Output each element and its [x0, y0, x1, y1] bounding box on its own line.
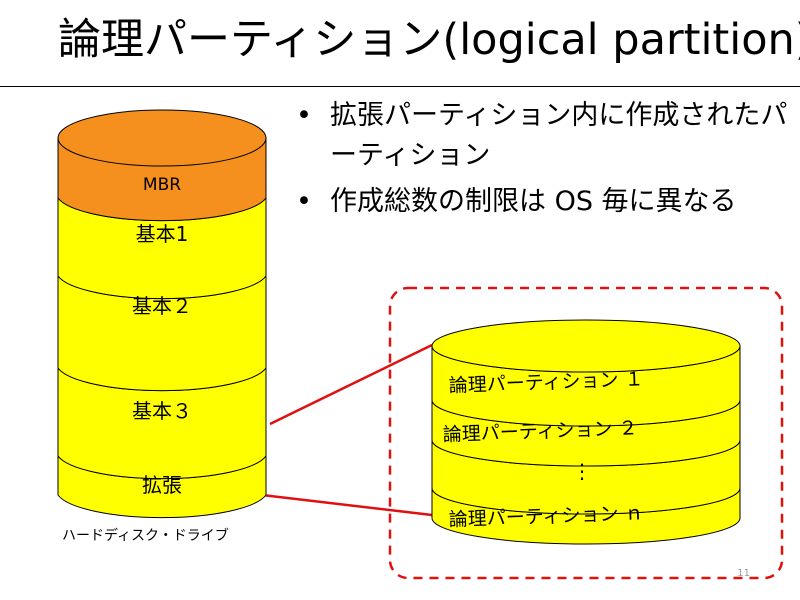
logical-partition-cylinder: 論理パーティション １ 論理パーティション ２ ⋮ 論理パーティション ｎ [431, 319, 741, 545]
bullet-item: • 作成総数の制限は OS 毎に異なる [292, 182, 792, 222]
logical-partition-enclosure [388, 286, 784, 580]
primary-partition-2-label: 基本２ [132, 294, 192, 318]
slide-title: 論理パーティション(logical partition) [58, 15, 800, 65]
bullet-text: 作成総数の制限は OS 毎に異なる [330, 186, 737, 217]
extended-partition-label: 拡張 [142, 473, 182, 497]
bullet-dot-icon: • [296, 186, 312, 217]
primary-partition-3-label: 基本３ [132, 399, 192, 423]
hard-disk-caption: ハードディスク・ドライブ [62, 527, 229, 544]
bullet-item: • 拡張パーティション内に作成されたパーティション [292, 96, 792, 176]
logical-top-ellipse [431, 319, 741, 373]
connector-line-bottom [261, 493, 433, 517]
bullet-dot-icon: • [296, 100, 312, 131]
mbr-label: MBR [143, 175, 181, 195]
title-divider [0, 86, 800, 87]
primary-partition-1-label: 基本1 [136, 222, 189, 246]
logical-ellipsis: ⋮ [572, 459, 592, 483]
bullet-list: • 拡張パーティション内に作成されたパーティション • 作成総数の制限は OS 毎に… [292, 96, 792, 228]
hard-disk-cylinder: MBR 基本1 基本２ 基本３ 拡張 [57, 109, 267, 519]
bullet-text: 拡張パーティション内に作成されたパーティション [330, 100, 788, 171]
disk-top-ellipse [57, 109, 267, 167]
page-number: 11 [737, 568, 750, 579]
connector-line-top [269, 343, 433, 426]
